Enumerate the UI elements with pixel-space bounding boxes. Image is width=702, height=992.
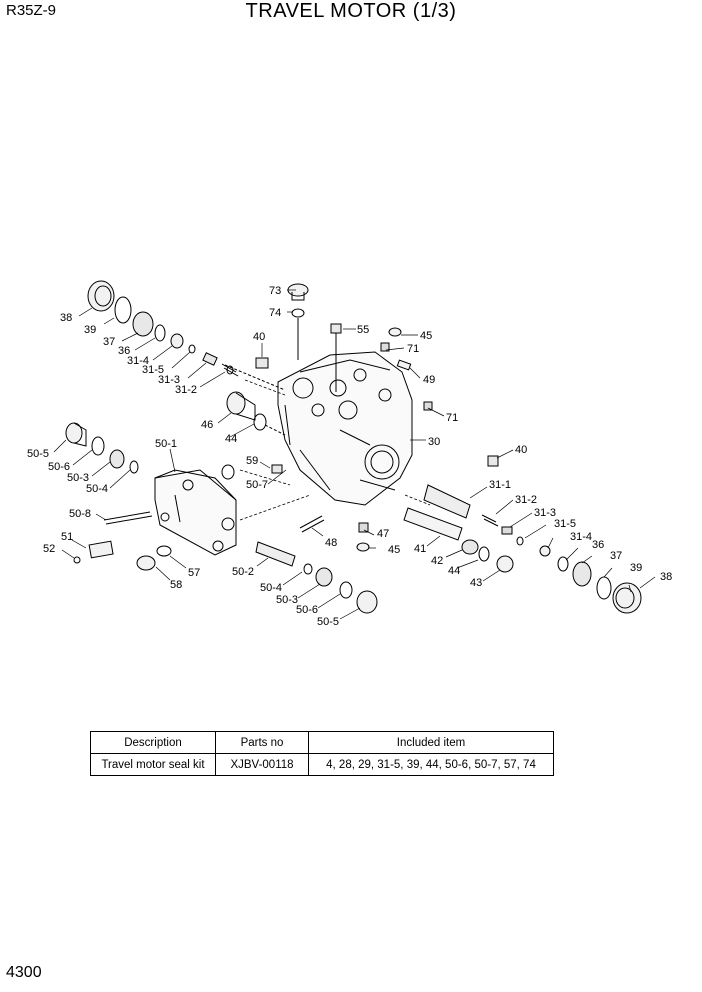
table-header-row: Description Parts no Included item	[90, 731, 554, 754]
callout-label: 36	[592, 539, 604, 551]
callout-label: 31-3	[158, 374, 180, 386]
callout-label: 45	[420, 330, 432, 342]
callout-label: 57	[188, 567, 200, 579]
lower-spool-parts	[255, 541, 378, 614]
model-code: R35Z-9	[6, 2, 57, 19]
callout-label: 31-2	[515, 494, 537, 506]
callout-label: 37	[103, 336, 115, 348]
top-parts	[255, 283, 499, 467]
callout-label: 58	[170, 579, 182, 591]
callout-label: 37	[610, 550, 622, 562]
callout-label: 40	[515, 444, 527, 456]
callout-label: 50-4	[260, 582, 282, 594]
callout-label: 71	[446, 412, 458, 424]
callout-label: 50-5	[27, 448, 49, 460]
page-number: 4300	[6, 964, 42, 981]
callout-label: 50-1	[155, 438, 177, 450]
table-cell: Travel motor seal kit	[90, 753, 216, 776]
table-cell: XJBV-00118	[215, 753, 309, 776]
callout-label: 50-3	[276, 594, 298, 606]
callout-label: 59	[246, 455, 258, 467]
page-title: TRAVEL MOTOR (1/3)	[245, 0, 457, 22]
callout-label: 31-4	[127, 355, 149, 367]
callout-label: 39	[84, 324, 96, 336]
callout-label: 40	[253, 331, 265, 343]
callout-label: 50-3	[67, 472, 89, 484]
callout-label: 48	[325, 537, 337, 549]
callout-label: 31-5	[142, 364, 164, 376]
callout-label: 42	[431, 555, 443, 567]
callout-label: 45	[388, 544, 400, 556]
upper-left-parts	[87, 280, 286, 391]
callout-label: 31-2	[175, 384, 197, 396]
callout-label: 50-6	[48, 461, 70, 473]
table-row: Travel motor seal kit XJBV-00118 4, 28, …	[90, 753, 554, 776]
callout-label: 50-6	[296, 604, 318, 616]
callout-label: 30	[428, 436, 440, 448]
callout-label: 50-4	[86, 483, 108, 495]
callout-label: 50-5	[317, 616, 339, 628]
callout-label: 55	[357, 324, 369, 336]
callout-label: 46	[201, 419, 213, 431]
callout-label: 74	[269, 307, 281, 319]
callout-label: 31-1	[489, 479, 511, 491]
callout-label: 71	[407, 343, 419, 355]
callout-label: 31-4	[570, 531, 592, 543]
callout-label: 47	[377, 528, 389, 540]
seal-kit-table: Description Parts no Included item Trave…	[90, 731, 554, 776]
callout-label: 49	[423, 374, 435, 386]
right-spool-parts	[403, 484, 642, 614]
callout-label: 51	[61, 531, 73, 543]
column-header: Parts no	[215, 731, 309, 754]
callout-label: 50-2	[232, 566, 254, 578]
callout-label: 44	[448, 565, 460, 577]
callout-label: 38	[660, 571, 672, 583]
callout-label: 52	[43, 543, 55, 555]
table-cell: 4, 28, 29, 31-5, 39, 44, 50-6, 50-7, 57,…	[308, 753, 554, 776]
motor-housing	[277, 351, 413, 506]
callout-label: 41	[414, 543, 426, 555]
callout-label: 39	[630, 562, 642, 574]
callout-label: 36	[118, 345, 130, 357]
center-lower-parts	[299, 515, 370, 552]
callout-label: 50-7	[246, 479, 268, 491]
valve-block	[154, 469, 237, 556]
callout-label: 31-3	[534, 507, 556, 519]
callout-label: 38	[60, 312, 72, 324]
column-header: Included item	[308, 731, 554, 754]
callout-label: 44	[225, 433, 237, 445]
left-valve-parts	[65, 422, 172, 571]
callout-label: 31-5	[554, 518, 576, 530]
callout-label: 43	[470, 577, 482, 589]
callout-label: 73	[269, 285, 281, 297]
left-mid-parts	[221, 391, 286, 480]
column-header: Description	[90, 731, 216, 754]
callout-label: 50-8	[69, 508, 91, 520]
